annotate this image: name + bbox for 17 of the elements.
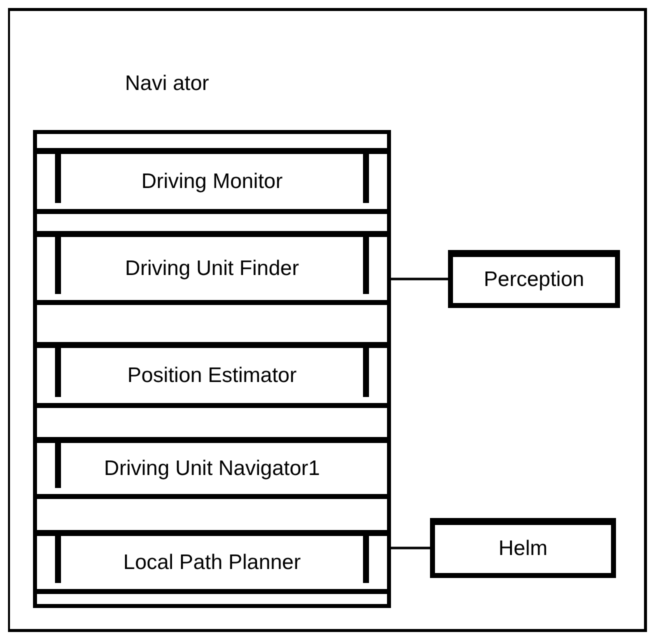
module-label: Helm xyxy=(498,537,548,561)
module-box xyxy=(430,518,616,578)
module-row xyxy=(37,148,387,214)
module-label: Driving Unit Navigator1 xyxy=(103,456,321,480)
module-label: Driving Monitor xyxy=(140,170,284,194)
module-label: Local Path Planner xyxy=(122,550,302,574)
module-label: Position Estimator xyxy=(126,364,298,388)
module-box xyxy=(448,250,620,308)
module-row xyxy=(37,342,387,408)
connector-line xyxy=(391,546,430,550)
module-label: Driving Unit Finder xyxy=(124,256,300,280)
module-label: Perception xyxy=(484,268,584,292)
stack-title: Navi ator xyxy=(125,72,210,96)
module-row xyxy=(37,437,387,499)
module-row xyxy=(37,530,387,594)
connector-line xyxy=(391,278,448,280)
module-row xyxy=(37,231,387,305)
